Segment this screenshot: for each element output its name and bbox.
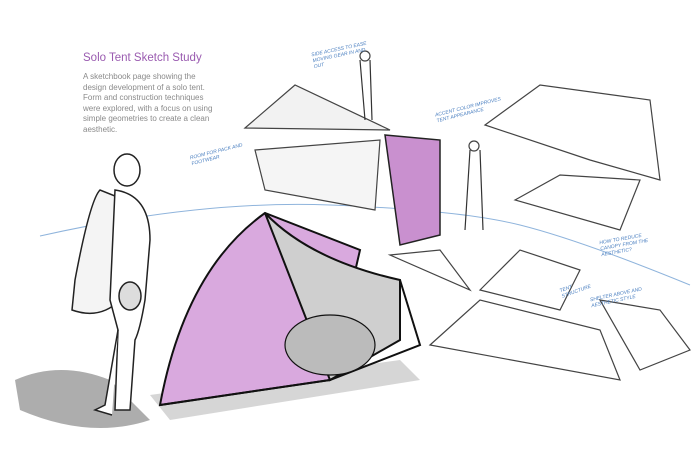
- tent-sketches: [243, 50, 691, 381]
- accent-tent-panel: [384, 134, 441, 246]
- main-tent: [158, 211, 422, 407]
- hiker-figure: [71, 153, 151, 416]
- page-title: Solo Tent Sketch Study: [83, 52, 202, 64]
- tent-shadow: [150, 360, 420, 420]
- figure-shadow: [15, 370, 150, 428]
- page-description: A sketchbook page showing the design dev…: [83, 72, 213, 134]
